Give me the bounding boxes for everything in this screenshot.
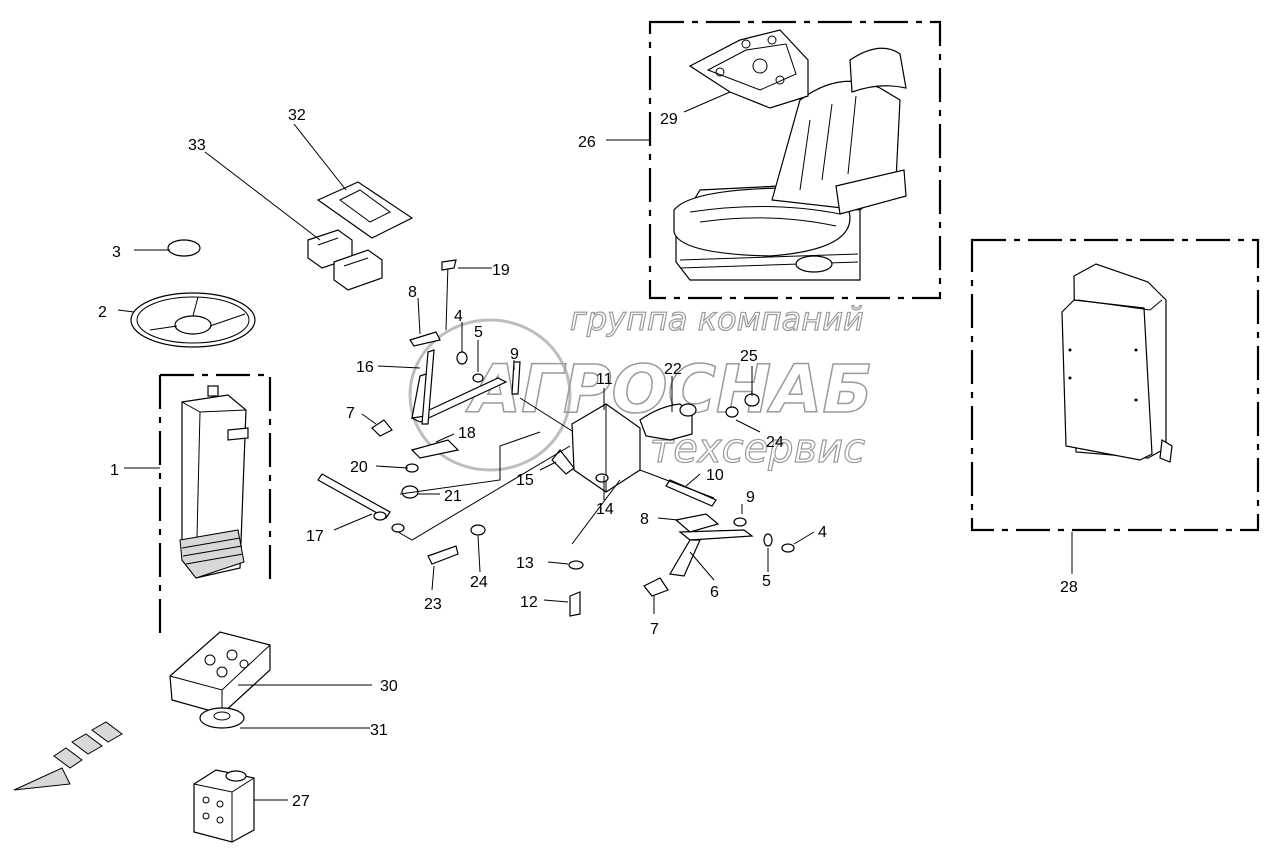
callout-4-upper: 4 <box>454 308 463 325</box>
part-29-seat-plate <box>688 29 809 109</box>
callout-29: 29 <box>660 111 678 128</box>
callout-24-upper: 24 <box>766 434 784 451</box>
callout-3: 3 <box>112 244 121 261</box>
part-1-column-cover <box>179 385 249 579</box>
callout-26: 26 <box>578 134 596 151</box>
part-31-flange <box>199 707 245 729</box>
part-3-cap <box>167 239 201 257</box>
callout-5-upper: 5 <box>474 324 483 341</box>
callout-15: 15 <box>516 472 534 489</box>
callout-1: 1 <box>110 462 119 479</box>
callout-23: 23 <box>424 596 442 613</box>
callout-19: 19 <box>492 262 510 279</box>
callout-14: 14 <box>596 501 614 518</box>
callout-27: 27 <box>292 793 310 810</box>
callout-16: 16 <box>356 359 374 376</box>
callout-5-lower: 5 <box>762 573 771 590</box>
callout-20: 20 <box>350 459 368 476</box>
callout-25: 25 <box>740 348 758 365</box>
direction-arrow <box>13 721 123 791</box>
callout-31: 31 <box>370 722 388 739</box>
callout-18: 18 <box>458 425 476 442</box>
part-30-valve-plate <box>169 631 271 715</box>
part-28-seat-cushion <box>1061 263 1173 463</box>
callout-6: 6 <box>710 584 719 601</box>
callout-8-lower: 8 <box>640 511 649 528</box>
callout-24-lower: 24 <box>470 574 488 591</box>
callout-17: 17 <box>306 528 324 545</box>
callout-30: 30 <box>380 678 398 695</box>
callout-28: 28 <box>1060 579 1078 596</box>
watermark-line1: группа компаний <box>570 300 864 338</box>
callout-4-lower: 4 <box>818 524 827 541</box>
callout-22: 22 <box>664 361 682 378</box>
callout-21: 21 <box>444 488 462 505</box>
callout-9-upper: 9 <box>510 346 519 363</box>
callout-7-lower: 7 <box>650 621 659 638</box>
part-2-steering-wheel <box>130 292 256 348</box>
callout-33: 33 <box>188 137 206 154</box>
callout-11: 11 <box>596 371 613 388</box>
leader-lines <box>117 91 1073 801</box>
callout-labels: 1 2 3 4 5 6 7 8 9 10 11 12 13 14 15 16 1… <box>98 107 1078 810</box>
callout-7-upper: 7 <box>346 405 355 422</box>
part-32-plate <box>316 181 414 239</box>
callout-13: 13 <box>516 555 534 572</box>
callout-2: 2 <box>98 304 107 321</box>
callout-10: 10 <box>706 467 724 484</box>
callout-32: 32 <box>288 107 306 124</box>
part-26-seat <box>673 47 907 281</box>
callout-12: 12 <box>520 594 538 611</box>
group-box-seat <box>648 20 942 300</box>
part-27-steering-unit <box>193 769 255 843</box>
callout-8-upper: 8 <box>408 284 417 301</box>
group-box-seat-cushion <box>970 238 1260 532</box>
group-box-column <box>158 373 272 636</box>
callout-9-lower: 9 <box>746 489 755 506</box>
